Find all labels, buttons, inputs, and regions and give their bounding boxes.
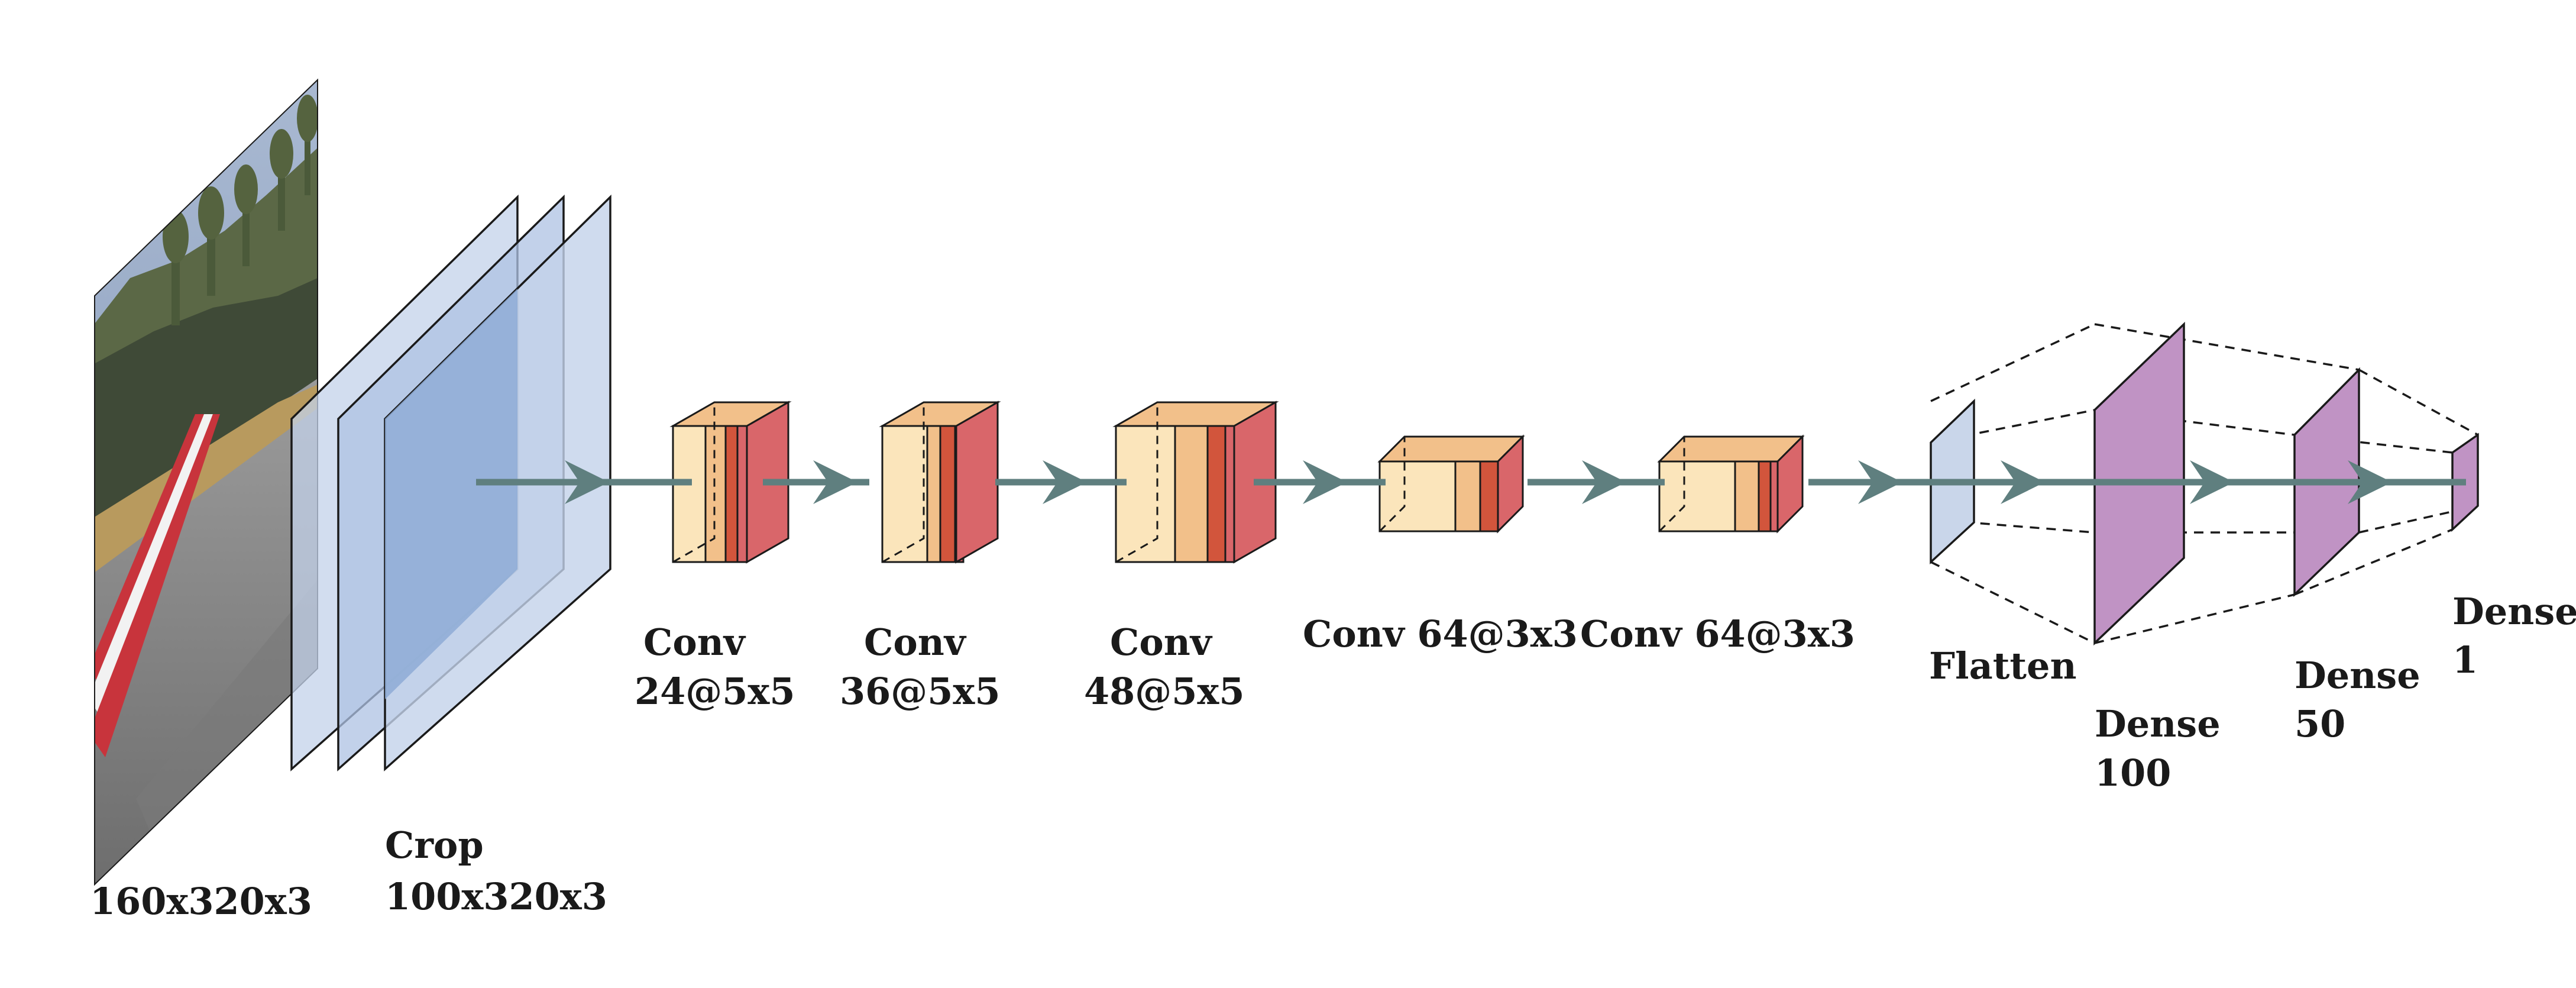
flow-arrowhead-7 xyxy=(2001,460,2045,504)
conv5-segment-3 xyxy=(1758,460,1772,532)
conv1-segment-3 xyxy=(724,425,739,563)
conv2-segment-2 xyxy=(926,425,941,563)
dense-section: Flatten Dense 100 Dense 50 Dense 1 xyxy=(1929,321,2576,795)
conv3-label-line1: Conv xyxy=(1110,621,1213,664)
flow-arrowhead-8 xyxy=(2190,460,2234,504)
conv3-segment-1 xyxy=(1115,425,1176,563)
flow-arrowhead-9 xyxy=(2348,460,2392,504)
flow-arrowhead-3 xyxy=(1043,460,1087,504)
crop-layer: Crop 100x320x3 xyxy=(290,194,611,918)
dense-50-label-line1: Dense xyxy=(2295,654,2420,697)
conv1-segment-2 xyxy=(704,425,727,563)
dense-1-label-line1: Dense xyxy=(2452,590,2576,633)
conv3-label-line2: 48@5x5 xyxy=(1084,670,1245,713)
dense-50-label-line2: 50 xyxy=(2295,702,2345,745)
flow-arrowhead-6 xyxy=(1858,460,1902,504)
flow-arrowhead-4 xyxy=(1303,460,1347,504)
conv5-hidden-edge xyxy=(1658,437,1685,532)
conv5-side-face xyxy=(1776,434,1804,534)
flatten-label: Flatten xyxy=(1929,644,2077,687)
flow-arrowhead-5 xyxy=(1582,460,1626,504)
flow-arrowhead-1 xyxy=(565,460,609,504)
conv5-segment-2 xyxy=(1734,460,1760,532)
conv2-label-line1: Conv xyxy=(864,621,967,664)
conv2-hidden-edge xyxy=(882,402,925,563)
conv3-segment-2 xyxy=(1174,425,1209,563)
conv1-hidden-edge xyxy=(672,402,716,563)
conv4-segment-3 xyxy=(1479,460,1499,532)
dense-100-label-line1: Dense xyxy=(2095,702,2221,745)
conv-labels: Conv 24@5x5 Conv 36@5x5 Conv 48@5x5 Conv… xyxy=(635,612,1855,713)
conv2-segment-1 xyxy=(881,425,928,563)
conv4-segment-2 xyxy=(1454,460,1481,532)
conv5-segment-4 xyxy=(1769,460,1779,532)
crop-label-line1: Crop xyxy=(385,824,484,867)
flow-arrows xyxy=(476,460,2466,504)
conv3-hidden-edge xyxy=(1115,402,1158,563)
conv1-label-line1: Conv xyxy=(643,621,746,664)
conv2-segment-3 xyxy=(939,425,956,563)
dense-100-label-line2: 100 xyxy=(2095,751,2171,795)
conv5-label: Conv 64@3x3 xyxy=(1580,612,1855,656)
conv1-label-line2: 24@5x5 xyxy=(635,670,795,713)
conv-layers xyxy=(669,401,1805,564)
crop-label-line2: 100x320x3 xyxy=(385,875,607,918)
conv2-label-line2: 36@5x5 xyxy=(840,670,1001,713)
conv4-side-face xyxy=(1497,434,1524,534)
conv1-segment-4 xyxy=(736,425,748,563)
conv4-label: Conv 64@3x3 xyxy=(1303,612,1578,656)
dense-1-label-line2: 1 xyxy=(2452,638,2478,682)
input-label: 160x320x3 xyxy=(90,880,312,923)
conv2-side-face xyxy=(955,401,999,564)
input-image: 160x320x3 xyxy=(90,78,318,923)
conv1-segment-1 xyxy=(672,425,707,563)
conv4-hidden-edge xyxy=(1378,437,1406,532)
conv3-segment-4 xyxy=(1224,425,1235,563)
flow-arrowhead-2 xyxy=(813,460,857,504)
conv3-segment-3 xyxy=(1206,425,1226,563)
